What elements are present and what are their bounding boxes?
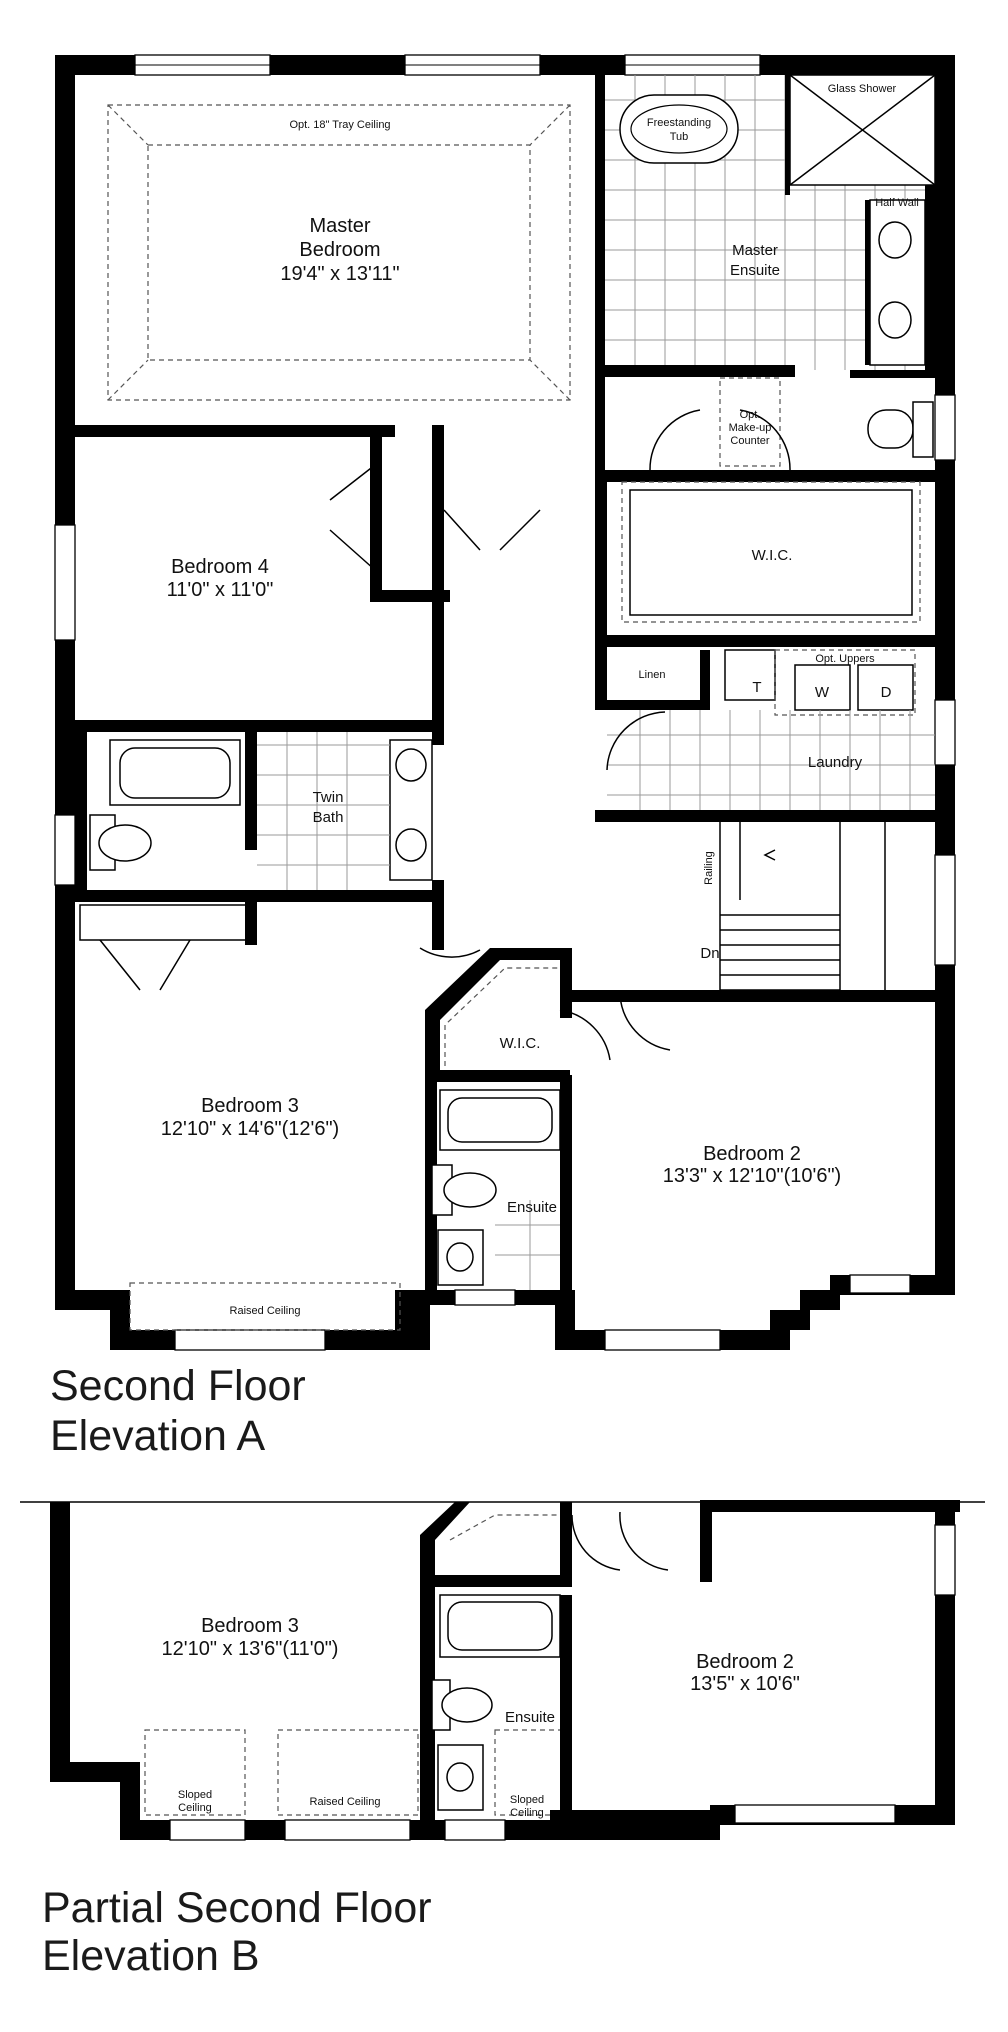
elevation-a-subtitle: Elevation A [50, 1412, 265, 1460]
bedroom-2-dim: 13'3" x 12'10"(10'6") [663, 1165, 841, 1187]
b-ensuite-label: Ensuite [505, 1709, 555, 1726]
bedroom-4-dim: 11'0" x 11'0" [167, 579, 274, 601]
master-bedroom-dim: 19'4" x 13'11" [280, 263, 399, 285]
down-stairs-label: Dn [700, 945, 719, 962]
bedroom-2-label: Bedroom 2 [703, 1143, 801, 1165]
b-bedroom-2-dim: 13'5" x 10'6" [690, 1673, 800, 1695]
linen-label: Linen [639, 669, 666, 681]
makeup-label-3: Counter [730, 435, 769, 447]
master-bedroom-label: Master [309, 215, 370, 237]
wic-label: W.I.C. [752, 547, 793, 564]
makeup-label: Opt. [740, 409, 761, 421]
makeup-label-2: Make-up [729, 422, 772, 434]
railing-label: Railing [703, 851, 715, 885]
elevation-a-plan [54, 54, 956, 1351]
elevation-a-title: Second Floor [50, 1362, 306, 1410]
washer-label: W [815, 684, 830, 701]
b-bedroom-3-dim: 12'10" x 13'6"(11'0") [162, 1638, 339, 1660]
wic-2-label: W.I.C. [500, 1035, 541, 1052]
opt-uppers-label: Opt. Uppers [815, 653, 875, 665]
elevation-b-subtitle: Elevation B [42, 1932, 260, 1980]
glass-shower-label: Glass Shower [828, 83, 897, 95]
master-ensuite-label-2: Ensuite [730, 262, 780, 279]
twin-bath-label: Twin [313, 789, 344, 806]
bedroom-3-label: Bedroom 3 [201, 1095, 299, 1117]
b-bedroom-3-label: Bedroom 3 [201, 1615, 299, 1637]
elevation-b-title: Partial Second Floor [42, 1884, 432, 1932]
b-sloped-ceiling-label: Sloped [178, 1789, 212, 1801]
bedroom-3-dim: 12'10" x 14'6"(12'6") [161, 1118, 339, 1140]
b-sloped-ceiling-2-label-2: Ceiling [510, 1807, 544, 1819]
raised-ceiling-label: Raised Ceiling [230, 1305, 301, 1317]
twin-bath-label-2: Bath [313, 809, 344, 826]
bedroom-4-label: Bedroom 4 [171, 556, 269, 578]
tray-ceiling-label: Opt. 18" Tray Ceiling [289, 119, 390, 131]
dryer-label: D [881, 684, 892, 701]
master-ensuite-label: Master [732, 242, 778, 259]
b-sloped-ceiling-2-label: Sloped [510, 1794, 544, 1806]
elevation-b-plan [20, 1500, 985, 1841]
half-wall-label: Half Wall [875, 197, 919, 209]
b-raised-ceiling-label: Raised Ceiling [310, 1796, 381, 1808]
tub-label: Freestanding [647, 117, 711, 129]
ensuite-label: Ensuite [507, 1199, 557, 1216]
laundry-label: Laundry [808, 754, 863, 771]
b-sloped-ceiling-label-2: Ceiling [178, 1802, 212, 1814]
b-bedroom-2-label: Bedroom 2 [696, 1651, 794, 1673]
master-bedroom-label-2: Bedroom [299, 239, 380, 261]
tub-label-2: Tub [670, 131, 689, 143]
tub-t-label: T [752, 679, 761, 696]
